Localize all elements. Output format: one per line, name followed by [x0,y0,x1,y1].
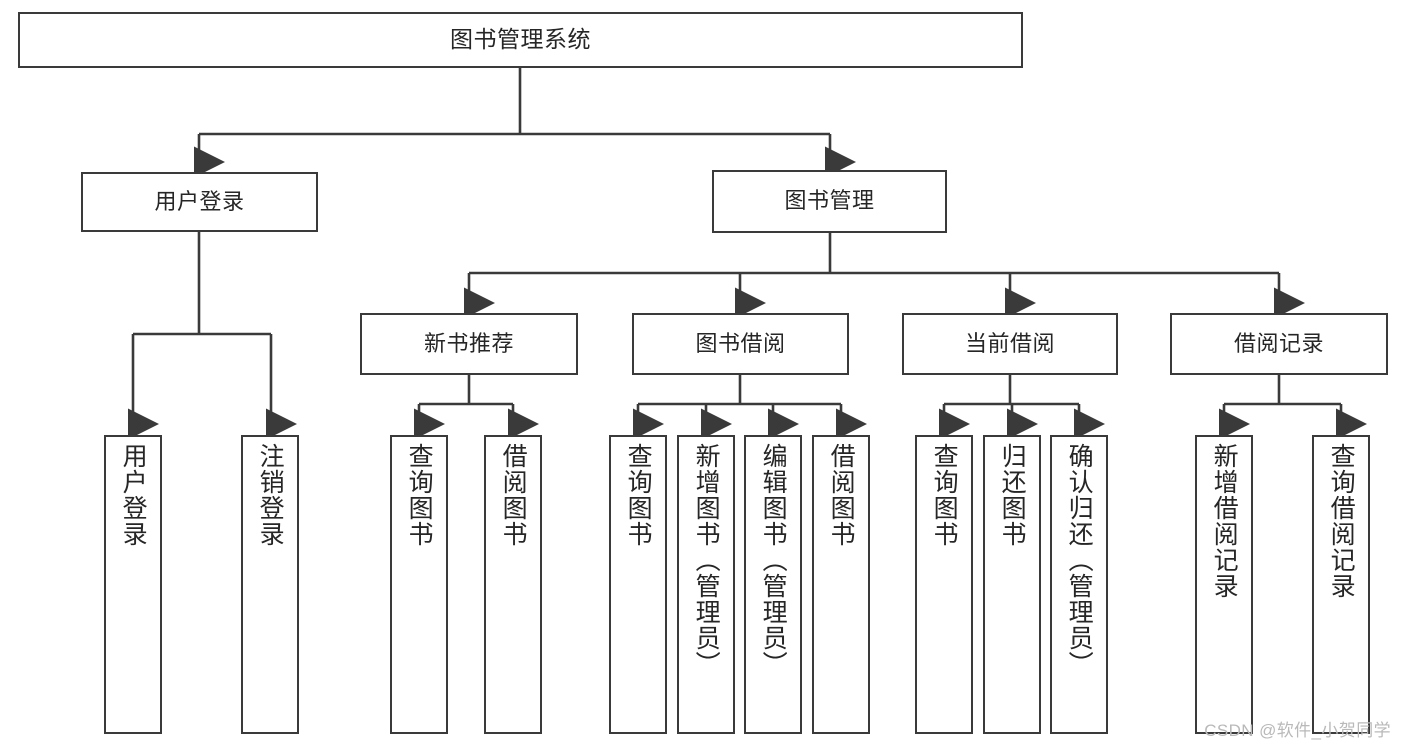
node-label: 用户登录 [119,443,148,547]
node-user-login[interactable]: 用户登录 [81,172,318,232]
node-leaf-confirm-return-admin[interactable]: 确认归还（管理员） [1050,435,1108,734]
node-book-borrow[interactable]: 图书借阅 [632,313,849,375]
node-leaf-borrow-book-1[interactable]: 借阅图书 [484,435,542,734]
node-label: 注销登录 [256,443,285,547]
node-book-management[interactable]: 图书管理 [712,170,947,233]
node-label: 图书管理系统 [450,26,591,53]
node-label: 归还图书 [998,443,1027,547]
node-label: 借阅图书 [827,443,856,547]
node-new-book-recommend[interactable]: 新书推荐 [360,313,578,375]
node-leaf-query-book-2[interactable]: 查询图书 [609,435,667,734]
node-label: 新书推荐 [423,330,514,356]
node-label: 用户登录 [154,188,245,214]
node-label: 图书借阅 [695,330,786,356]
node-label: 新增图书（管理员） [692,443,721,677]
node-leaf-borrow-book-2[interactable]: 借阅图书 [812,435,870,734]
node-label: 借阅记录 [1233,330,1324,356]
node-current-borrow[interactable]: 当前借阅 [902,313,1118,375]
node-leaf-add-borrow-record[interactable]: 新增借阅记录 [1195,435,1253,734]
node-leaf-user-login[interactable]: 用户登录 [104,435,162,734]
node-label: 查询图书 [930,443,959,547]
node-leaf-logout-login[interactable]: 注销登录 [241,435,299,734]
node-label: 借阅图书 [499,443,528,547]
node-label: 编辑图书（管理员） [759,443,788,677]
node-label: 查询借阅记录 [1327,443,1356,599]
node-label: 确认归还（管理员） [1065,443,1094,677]
node-leaf-query-borrow-record[interactable]: 查询借阅记录 [1312,435,1370,734]
node-leaf-query-book-3[interactable]: 查询图书 [915,435,973,734]
node-borrow-record[interactable]: 借阅记录 [1170,313,1388,375]
node-leaf-query-book-1[interactable]: 查询图书 [390,435,448,734]
node-leaf-return-book[interactable]: 归还图书 [983,435,1041,734]
node-label: 新增借阅记录 [1210,443,1239,599]
node-label: 查询图书 [405,443,434,547]
node-label: 查询图书 [624,443,653,547]
watermark: CSDN @软件_小贺同学 [1204,721,1391,740]
node-label: 当前借阅 [964,330,1055,356]
node-label: 图书管理 [784,188,875,214]
node-leaf-edit-book-admin[interactable]: 编辑图书（管理员） [744,435,802,734]
node-leaf-add-book-admin[interactable]: 新增图书（管理员） [677,435,735,734]
node-root-book-management-system[interactable]: 图书管理系统 [18,12,1023,68]
